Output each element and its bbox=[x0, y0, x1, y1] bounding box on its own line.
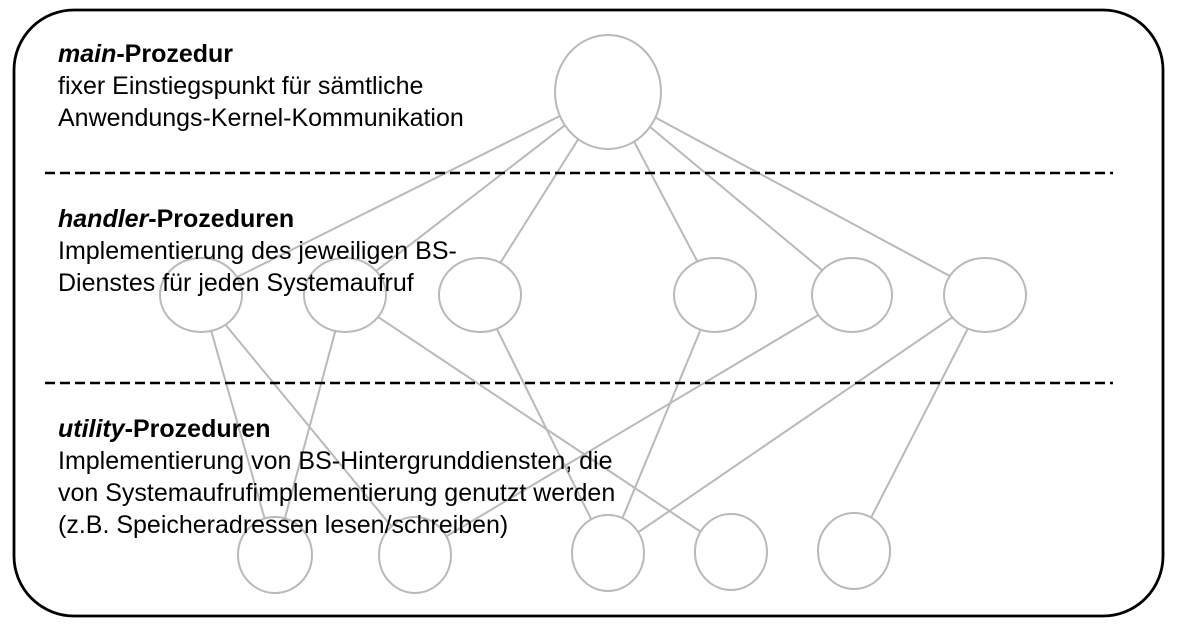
edge-h5-u2 bbox=[414, 294, 853, 556]
layer-handler-desc-line1: Implementierung des jeweiligen BS- bbox=[58, 237, 457, 265]
node-main bbox=[554, 34, 662, 150]
layer-label-handler: handler-Prozeduren Implementierung des j… bbox=[58, 203, 457, 299]
layer-main-heading-italic: main bbox=[58, 40, 117, 68]
node-h1 bbox=[159, 257, 243, 333]
outer-border bbox=[12, 8, 1165, 618]
node-h6 bbox=[943, 257, 1027, 333]
layer-label-utility: utility-Prozeduren Implementierung von B… bbox=[58, 413, 615, 541]
layer-utility-heading-italic: utility bbox=[58, 415, 125, 443]
layer-utility-heading: utility-Prozeduren bbox=[58, 413, 615, 445]
edge-h2-u1 bbox=[274, 294, 346, 556]
layer-main-desc-line1: fixer Einstiegspunkt für sämtliche bbox=[58, 72, 424, 100]
node-u3 bbox=[571, 514, 645, 592]
layer-utility-desc-line1: Implementierung von BS-Hintergrunddienst… bbox=[58, 447, 613, 475]
edge-h4-u3 bbox=[607, 294, 716, 554]
layer-handler-heading-italic: handler bbox=[58, 205, 149, 233]
layer-handler-heading-rest: -Prozeduren bbox=[148, 205, 295, 233]
layer-main-desc-line2: Anwendungs-Kernel-Kommunikation bbox=[58, 104, 464, 132]
edge-h6-u3 bbox=[607, 294, 986, 554]
edge-h2-u4 bbox=[344, 294, 732, 553]
edge-main-h6 bbox=[607, 91, 986, 296]
layer-utility-desc-line3: (z.B. Speicheradressen lesen/schreiben) bbox=[58, 511, 509, 539]
node-u1 bbox=[237, 516, 313, 594]
layer-handler-desc-line2: Dienstes für jeden Systemaufruf bbox=[58, 269, 414, 297]
edge-h6-u5 bbox=[853, 294, 986, 552]
node-u4 bbox=[694, 513, 768, 591]
node-h4 bbox=[673, 257, 757, 333]
layer-utility-heading-rest: -Prozeduren bbox=[124, 415, 271, 443]
layer-handler-heading: handler-Prozeduren bbox=[58, 203, 457, 235]
node-h3 bbox=[438, 257, 522, 333]
edge-h3-u3 bbox=[479, 294, 609, 554]
node-u5 bbox=[817, 512, 891, 590]
node-h2 bbox=[303, 257, 387, 333]
layer-utility-desc-line2: von Systemaufrufimplementierung genutzt … bbox=[58, 479, 616, 507]
layer-label-main: main-Prozedur fixer Einstiegspunkt für s… bbox=[58, 38, 464, 134]
node-h5 bbox=[811, 257, 893, 333]
edge-main-h1 bbox=[200, 91, 609, 296]
node-u2 bbox=[378, 516, 452, 594]
edge-h1-u1 bbox=[200, 294, 276, 556]
edge-h1-u2 bbox=[200, 294, 416, 556]
layer-main-heading: main-Prozedur bbox=[58, 38, 464, 70]
layer-main-heading-rest: -Prozedur bbox=[116, 40, 234, 68]
